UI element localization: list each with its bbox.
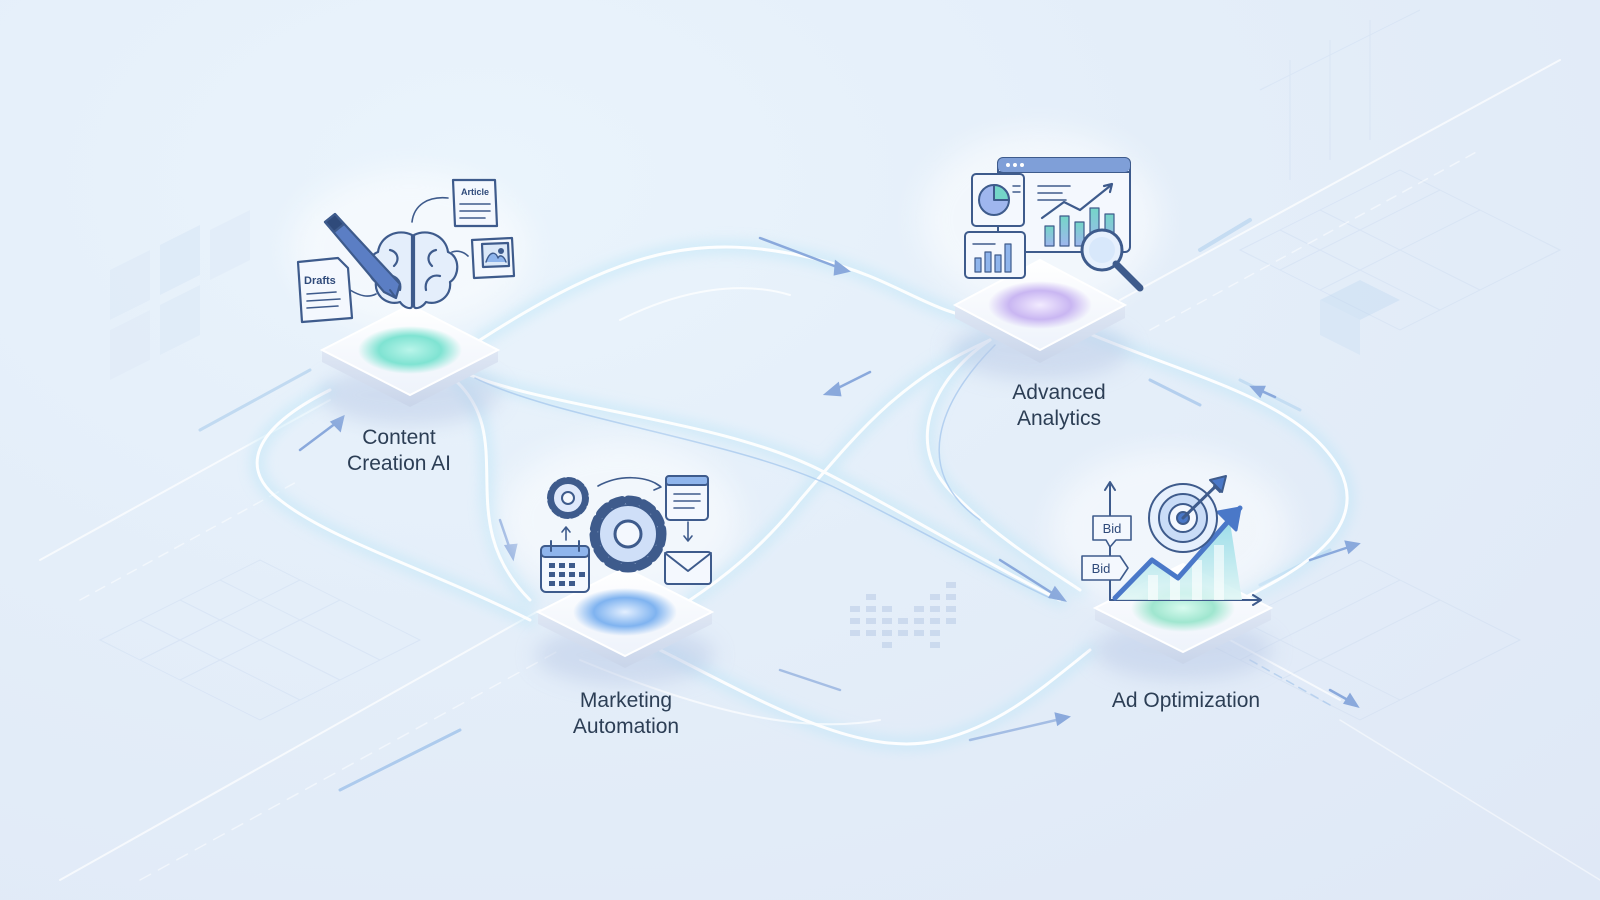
drafts-label: Drafts bbox=[304, 275, 336, 287]
brain-icon bbox=[367, 231, 459, 310]
bid-tag-1: Bid bbox=[1092, 515, 1132, 548]
bid-tag-2: Bid bbox=[1081, 555, 1129, 581]
node-ad-optimization[interactable]: Bid Bid bbox=[1050, 450, 1290, 680]
gear-icon-small bbox=[547, 477, 589, 519]
platform bbox=[950, 258, 1130, 380]
flow-connections bbox=[250, 240, 1354, 751]
label-ad-optimization: Ad Optimization bbox=[1111, 689, 1261, 712]
pie-chart-icon bbox=[971, 173, 1025, 227]
node-marketing-automation[interactable] bbox=[500, 440, 740, 685]
calendar-icon bbox=[540, 526, 590, 593]
image-icon bbox=[349, 236, 516, 297]
document-icon-list bbox=[597, 475, 709, 542]
node-content-creation[interactable]: Drafts Article bbox=[290, 170, 530, 425]
target-icon bbox=[1148, 475, 1227, 553]
ad-icons: Bid Bid bbox=[1081, 475, 1262, 606]
envelope-icon bbox=[664, 551, 712, 585]
background-grid bbox=[98, 9, 1562, 721]
platform bbox=[319, 303, 501, 425]
content-icons: Drafts Article bbox=[296, 178, 516, 324]
marketing-icons bbox=[540, 475, 712, 593]
bid-label-1: Bid bbox=[1103, 521, 1122, 536]
label-marketing-automation: Marketing Automation bbox=[572, 689, 680, 738]
label-advanced-analytics: Advanced Analytics bbox=[1012, 381, 1106, 430]
equalizer-decoration bbox=[850, 582, 956, 648]
browser-window-icon bbox=[997, 157, 1131, 253]
document-icon-drafts: Drafts bbox=[296, 256, 354, 324]
label-content-creation: Content Creation AI bbox=[347, 426, 451, 475]
bar-chart-icon bbox=[964, 231, 1026, 279]
gear-icon bbox=[589, 495, 667, 573]
document-icon-article: Article bbox=[411, 178, 499, 228]
background-squares bbox=[110, 210, 1400, 380]
node-advanced-analytics[interactable] bbox=[920, 130, 1160, 380]
article-label: Article bbox=[461, 187, 489, 197]
growth-arrow-icon bbox=[1112, 505, 1243, 601]
pen-icon bbox=[323, 212, 402, 300]
analytics-icons bbox=[964, 157, 1144, 292]
magnifier-icon bbox=[1080, 228, 1144, 292]
bid-label-2: Bid bbox=[1092, 561, 1111, 576]
